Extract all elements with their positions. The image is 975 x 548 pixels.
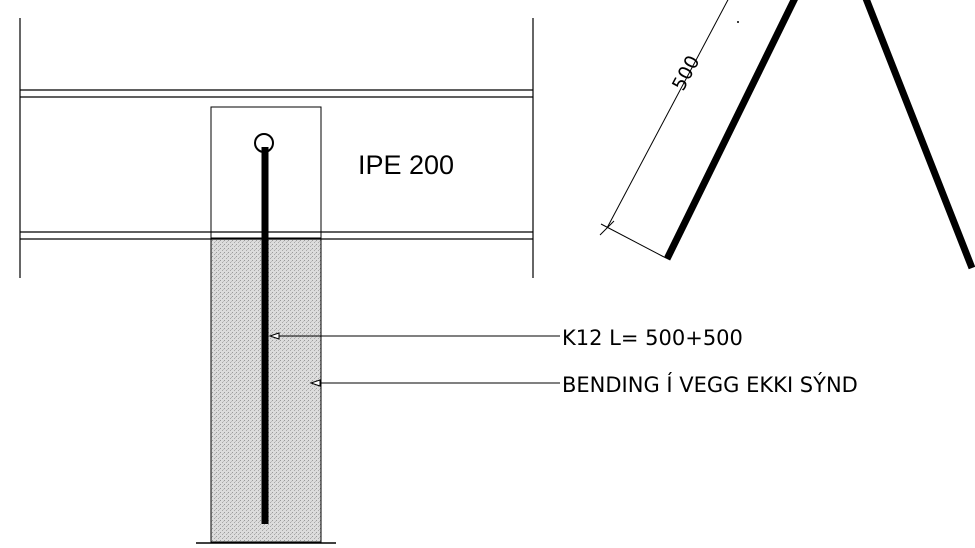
- bent-bar-shape: [663, 0, 975, 270]
- callout-wall-bending: BENDING Í VEGG EKKI SÝND: [562, 372, 858, 397]
- beam-label: IPE 200: [358, 150, 454, 180]
- leader-wall: [309, 379, 560, 387]
- speck: [737, 21, 739, 23]
- ipe-beam: [19, 18, 534, 278]
- dimension-line: [599, 0, 729, 258]
- leader-rebar: [268, 332, 560, 340]
- callout-rebar: K12 L= 500+500: [562, 326, 743, 350]
- dimension-label: 500: [668, 52, 704, 94]
